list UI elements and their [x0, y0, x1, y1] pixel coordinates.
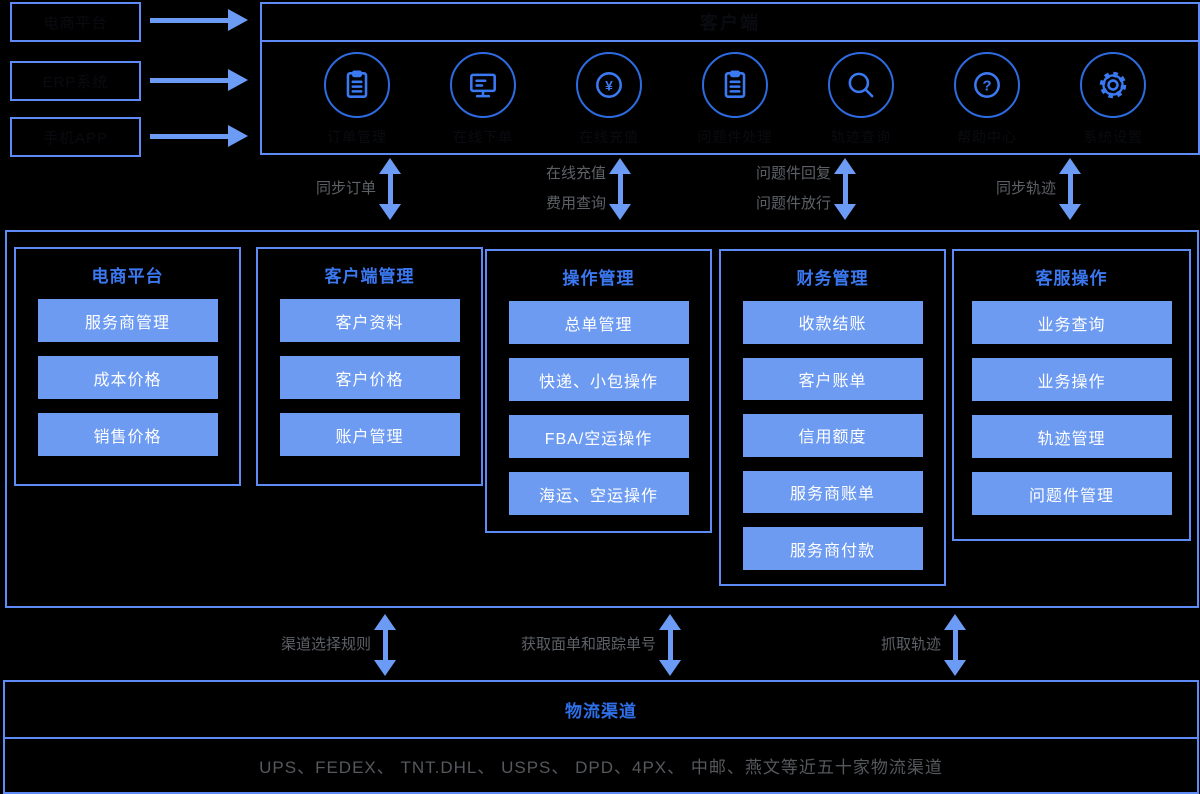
client-feature-label: 系统设置 [1083, 129, 1143, 145]
bidirectional-arrow-icon [944, 614, 966, 676]
right-arrow-icon [150, 9, 250, 31]
module-column: 客户端管理客户资料客户价格账户管理 [256, 247, 483, 486]
module-item-button[interactable]: 总单管理 [508, 301, 689, 344]
client-feature-label: 在线充值 [579, 129, 639, 145]
client-panel: 客户端 订单管理 在线下单 ¥ 在线充值 问题件处理 轨迹查询? 帮助中心 系统设置 [260, 2, 1200, 155]
right-arrow-icon [150, 69, 250, 91]
client-feature: 轨迹查询 [794, 52, 928, 147]
bidirectional-arrow-icon [1059, 158, 1081, 220]
core-system-panel: 电商平台服务商管理成本价格销售价格客户端管理客户资料客户价格账户管理操作管理总单… [5, 230, 1199, 608]
module-item-button[interactable]: 快递、小包操作 [508, 358, 689, 401]
source-box-label: 手机APP [42, 129, 108, 147]
source-box: ERP系统 [10, 61, 141, 101]
help-icon: ? [954, 52, 1020, 118]
client-feature: 问题件处理 [668, 52, 802, 147]
module-column: 操作管理总单管理快递、小包操作 FBA/空运操作海运、空运操作 [485, 249, 712, 533]
bidirectional-arrow-icon [659, 614, 681, 676]
sync-link-label: 问题件回复问题件放行 [756, 159, 831, 219]
client-feature: ? 帮助中心 [920, 52, 1054, 147]
sync-link-label: 在线充值费用查询 [546, 159, 606, 219]
module-item-button[interactable]: 账户管理 [279, 413, 460, 456]
logistics-channels-title: 物流渠道 [5, 682, 1197, 739]
module-item-button[interactable]: 信用额度 [742, 414, 923, 457]
module-item-button[interactable]: 服务商付款 [742, 527, 923, 570]
bidirectional-arrow-icon [834, 158, 856, 220]
module-item-button[interactable]: 客户账单 [742, 357, 923, 401]
channel-link-label: 渠道选择规则 [280, 636, 371, 653]
bidirectional-arrow-icon [379, 158, 401, 220]
module-title: 客服操作 [1035, 269, 1108, 288]
client-feature-label: 帮助中心 [957, 129, 1017, 145]
sync-link-label: 同步轨迹 [996, 174, 1056, 204]
module-title: 操作管理 [562, 269, 635, 288]
sync-link-label-line: 在线充值 [545, 165, 606, 182]
search-icon [828, 52, 894, 118]
client-feature: 系统设置 [1046, 52, 1180, 147]
problem-clipboard-icon [702, 52, 768, 118]
channel-link-label: 抓取轨迹 [880, 636, 941, 653]
bidirectional-arrow-icon [609, 158, 631, 220]
client-feature: ¥ 在线充值 [542, 52, 676, 147]
client-feature: 订单管理 [290, 52, 424, 147]
svg-text:¥: ¥ [605, 77, 613, 93]
module-title: 客户端管理 [324, 267, 415, 286]
client-feature-label: 问题件处理 [697, 129, 773, 145]
module-item-button[interactable]: 轨迹管理 [971, 415, 1172, 458]
sync-link-label: 同步订单 [316, 174, 376, 204]
sync-link-label-line: 同步订单 [315, 180, 376, 197]
sync-link-label-line: 问题件回复 [755, 165, 831, 182]
logistics-channels-panel: 物流渠道 UPS、FEDEX、 TNT.DHL、 USPS、 DPD、4PX、 … [3, 680, 1199, 794]
monitor-icon [450, 52, 516, 118]
module-item-button[interactable]: FBA/空运操作 [508, 415, 689, 458]
yuan-coin-icon: ¥ [576, 52, 642, 118]
logistics-carriers-list: UPS、FEDEX、 TNT.DHL、 USPS、 DPD、4PX、 中邮、燕文… [259, 758, 943, 777]
module-item-button[interactable]: 问题件管理 [971, 472, 1172, 515]
right-arrow-icon [150, 125, 250, 147]
module-item-button[interactable]: 销售价格 [37, 413, 218, 456]
module-item-button[interactable]: 业务查询 [971, 301, 1172, 344]
module-item-button[interactable]: 服务商管理 [37, 299, 218, 342]
client-panel-title: 客户端 [700, 13, 760, 33]
module-item-button[interactable]: 客户价格 [279, 356, 460, 399]
channel-link-label: 获取面单和跟踪单号 [520, 636, 656, 653]
module-item-button[interactable]: 收款结账 [742, 301, 923, 344]
client-feature: 在线下单 [416, 52, 550, 147]
bidirectional-arrow-icon [374, 614, 396, 676]
source-box-label: ERP系统 [42, 73, 109, 91]
source-box-label: 电商平台 [43, 14, 108, 32]
source-box: 手机APP [10, 117, 141, 157]
sync-link-label-line: 同步轨迹 [995, 180, 1056, 197]
module-title: 财务管理 [796, 269, 869, 288]
client-panel-header: 客户端 [262, 4, 1198, 42]
module-item-button[interactable]: 成本价格 [37, 356, 218, 399]
sync-link-label-line: 费用查询 [545, 195, 606, 212]
client-feature-label: 订单管理 [327, 129, 387, 145]
module-item-button[interactable]: 海运、空运操作 [508, 472, 689, 515]
sync-link-label-line: 问题件放行 [755, 195, 831, 212]
module-column: 电商平台服务商管理成本价格销售价格 [14, 247, 241, 486]
svg-text:?: ? [982, 78, 991, 94]
source-box: 电商平台 [10, 2, 141, 42]
module-title: 电商平台 [91, 267, 164, 286]
gear-icon [1080, 52, 1146, 118]
module-item-button[interactable]: 业务操作 [971, 358, 1172, 401]
client-feature-label: 轨迹查询 [831, 129, 891, 145]
module-item-button[interactable]: 服务商账单 [742, 470, 923, 514]
client-feature-label: 在线下单 [453, 129, 513, 145]
module-item-button[interactable]: 客户资料 [279, 299, 460, 342]
module-column: 客服操作业务查询业务操作轨迹管理问题件管理 [952, 249, 1191, 541]
module-column: 财务管理收款结账客户账单信用额度服务商账单服务商付款 [719, 249, 946, 586]
order-list-icon [324, 52, 390, 118]
